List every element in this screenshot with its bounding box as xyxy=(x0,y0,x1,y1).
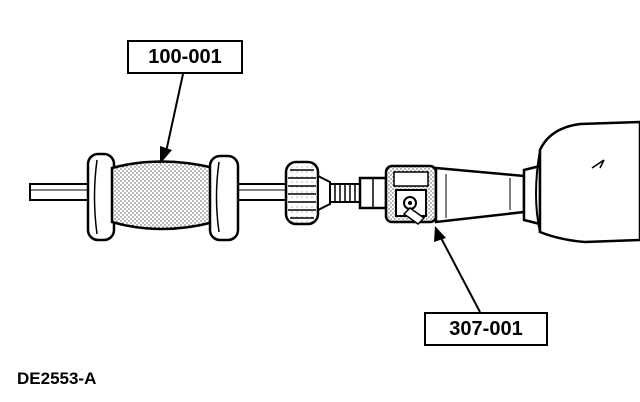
coupling-nut xyxy=(358,176,388,210)
callout-adapter: 307-001 xyxy=(424,312,548,346)
adapter-body xyxy=(384,164,438,225)
component-housing xyxy=(522,120,640,244)
figure-id: DE2553-A xyxy=(17,369,97,388)
leader-arrow-slide-hammer xyxy=(160,73,184,164)
callout-slide-hammer: 100-001 xyxy=(127,40,243,74)
leader-arrow-adapter xyxy=(434,226,481,313)
tapered-collet xyxy=(434,166,526,224)
threaded-rod xyxy=(329,183,363,203)
slide-hammer-handle xyxy=(86,152,240,242)
knurled-nut xyxy=(284,160,331,226)
